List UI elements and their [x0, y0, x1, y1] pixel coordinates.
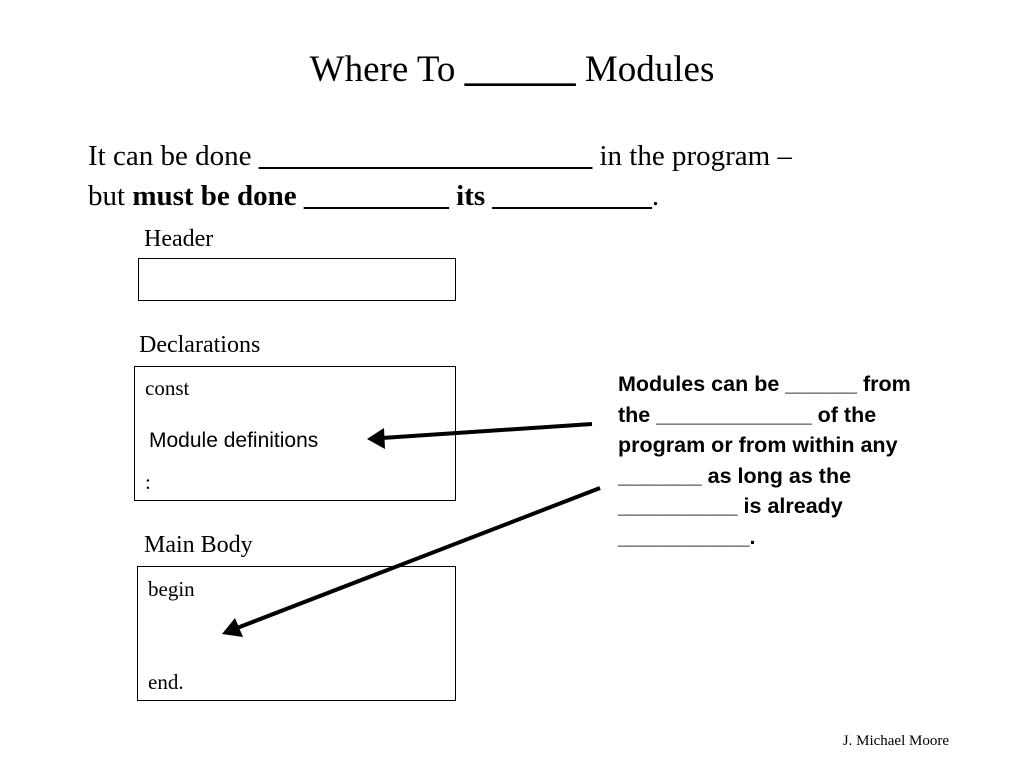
note-line: _______ as long as the — [618, 463, 852, 488]
declarations-label: Declarations — [139, 332, 261, 358]
slide-title: Where To ______ Modules — [0, 46, 1024, 94]
title-prefix: Where To — [309, 49, 465, 90]
note-line: program or from within any — [618, 433, 898, 457]
declarations-colon: : — [145, 470, 151, 494]
intro-line1-blank: _______________________ — [258, 140, 593, 172]
intro-line-2: but must be done __________ its ________… — [88, 176, 792, 216]
intro-line2-bold: must be done __________ its ___________ — [132, 180, 652, 212]
header-label: Header — [144, 226, 214, 252]
intro-line1-text: It can be done — [88, 140, 259, 172]
note-line: Modules can be ______ from — [618, 372, 911, 396]
note-line: the _____________ of the — [618, 402, 877, 427]
declarations-box: const Module definitions : — [134, 366, 456, 501]
author-credit: J. Michael Moore — [842, 733, 949, 749]
begin-keyword: begin — [148, 577, 195, 601]
intro-paragraph: It can be done _______________________ i… — [88, 136, 792, 216]
main-body-box: begin end. — [137, 566, 456, 701]
module-definitions-text: Module definitions — [149, 429, 319, 452]
note-line: __________ is already — [618, 494, 843, 518]
end-keyword: end. — [148, 670, 184, 694]
title-blank: ______ — [464, 49, 576, 90]
main-body-label: Main Body — [144, 532, 253, 558]
header-box — [138, 258, 456, 301]
modules-note: Modules can be ______ from the _________… — [618, 369, 988, 552]
intro-line1-tail: in the program – — [592, 140, 792, 172]
title-suffix: Modules — [575, 49, 715, 90]
intro-line2-tail: . — [651, 180, 660, 212]
intro-line2-text: but — [88, 180, 133, 212]
note-line: ___________. — [618, 524, 756, 549]
intro-line-1: It can be done _______________________ i… — [88, 136, 792, 176]
const-keyword: const — [145, 376, 190, 400]
